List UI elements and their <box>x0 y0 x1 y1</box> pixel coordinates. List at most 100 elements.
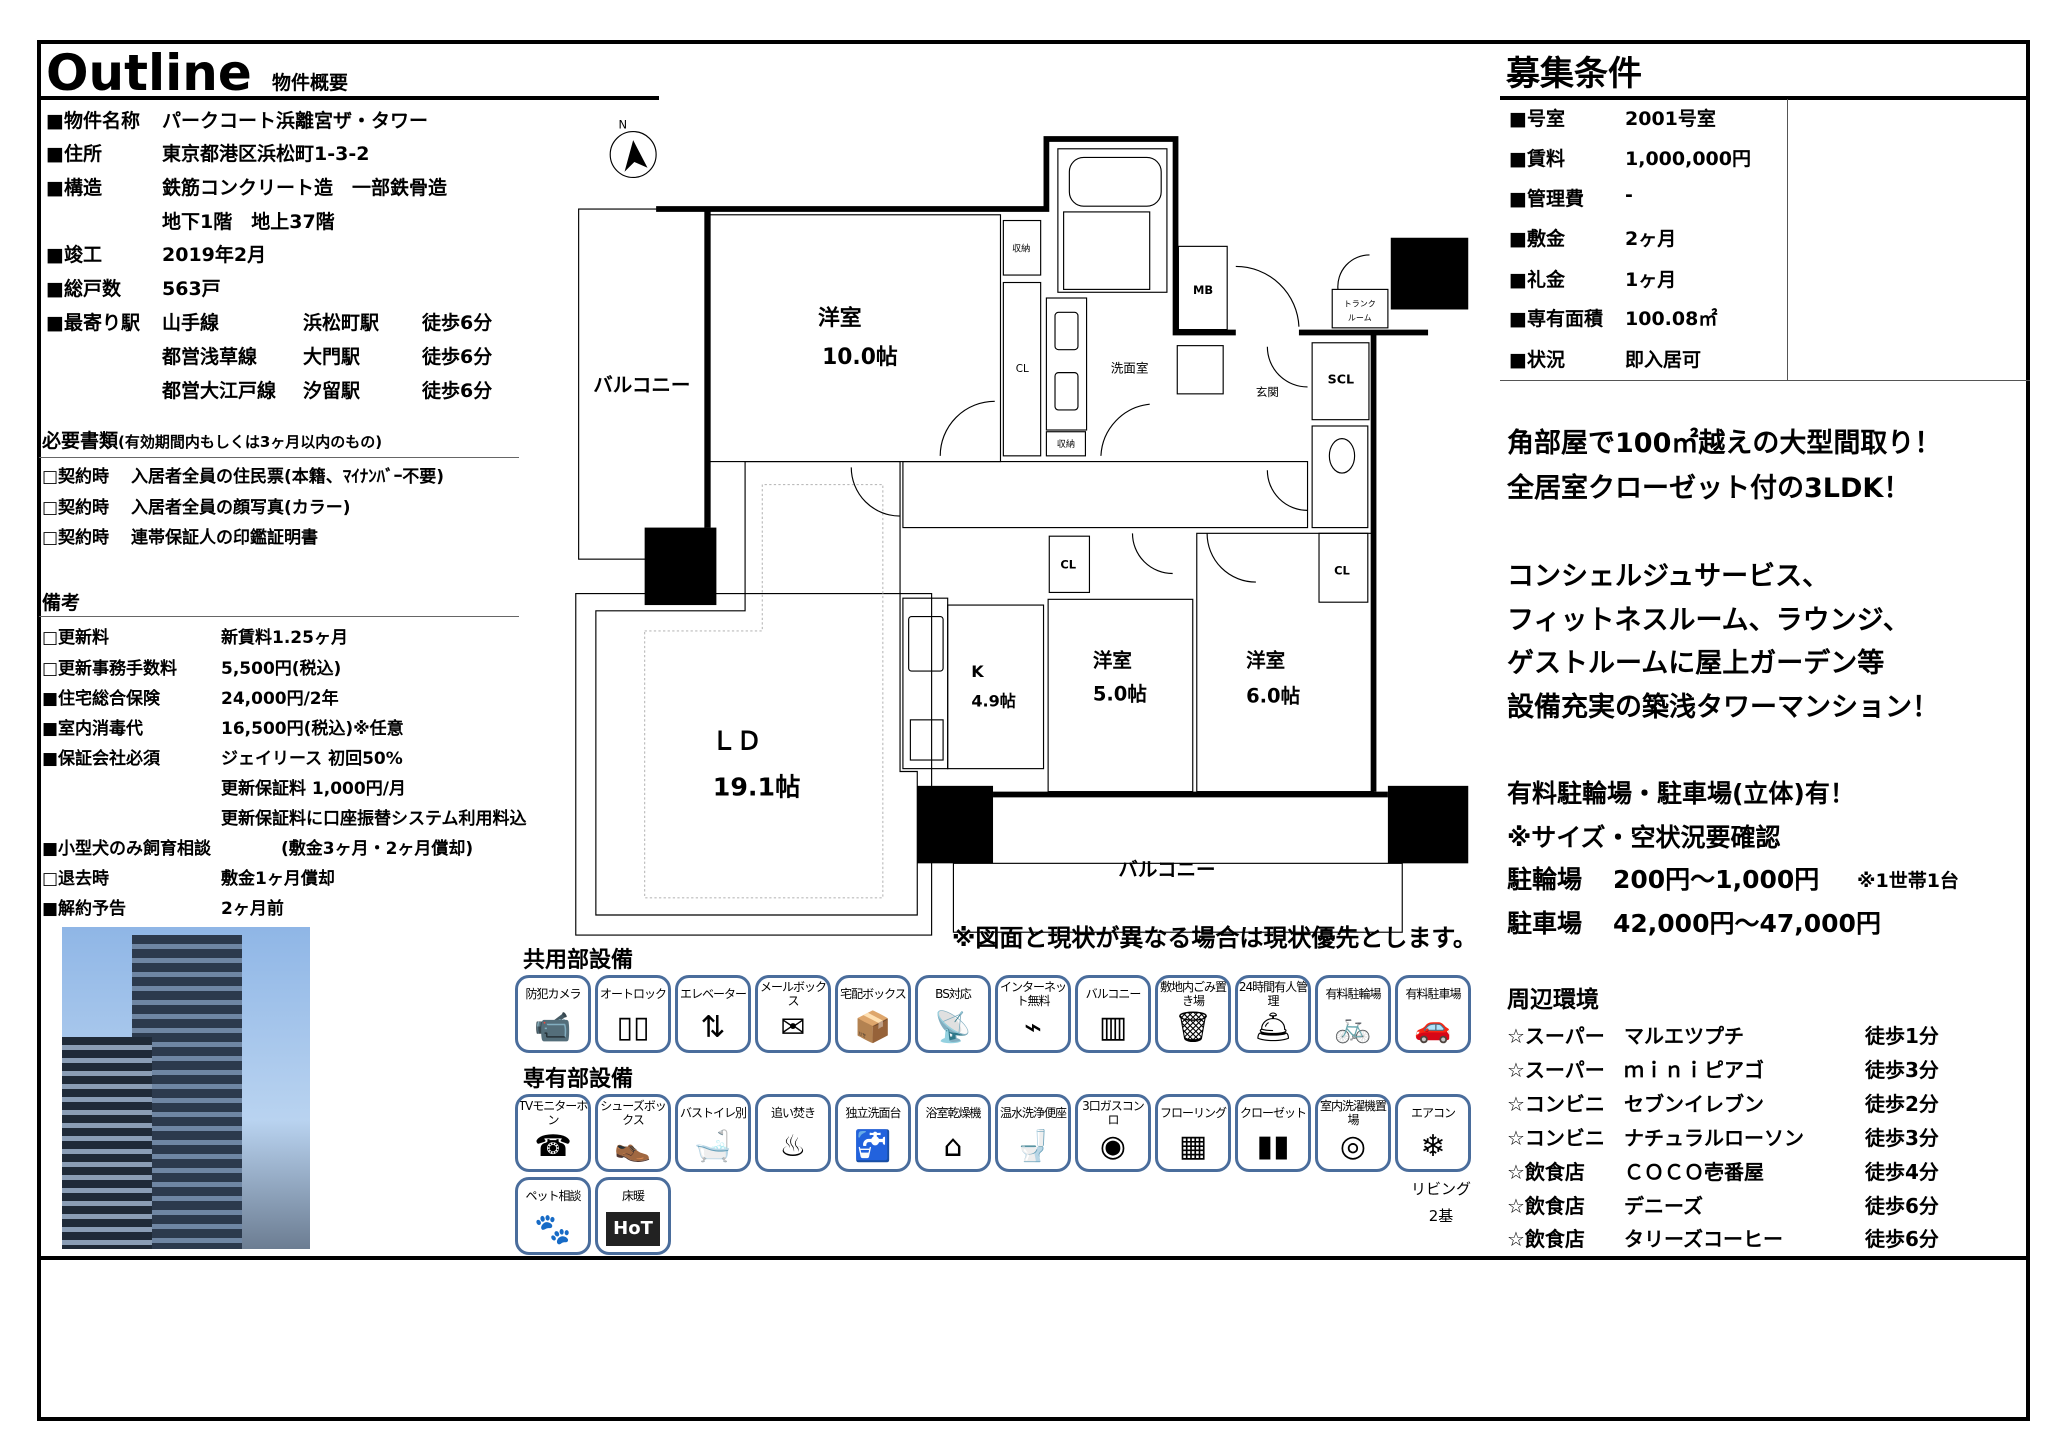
surrounding-type: ☆コンビニ <box>1507 1092 1605 1116</box>
bathtub <box>1068 156 1162 207</box>
surrounding-name: セブンイレブン <box>1624 1092 1764 1116</box>
balcony-left-label: バルコニー <box>593 374 690 397</box>
toilet-room <box>1311 425 1369 529</box>
facility-label: メールボックス <box>759 980 827 1008</box>
documents-title: 必要書類(有効期間内もしくは3ヶ月以内のもの) <box>42 426 382 453</box>
aircon-note-2: 2基 <box>1428 1207 1454 1225</box>
room1-size: 10.0帖 <box>822 345 898 370</box>
surrounding-walk: 徒歩6分 <box>1865 1227 1939 1251</box>
surrounding-walk: 徒歩2分 <box>1865 1092 1939 1116</box>
surrounding-walk: 徒歩3分 <box>1865 1058 1939 1082</box>
remarks-title: 備考 <box>42 592 81 614</box>
property-value: 東京都港区浜松町1-3-2 <box>162 143 370 165</box>
exterior-wall-top <box>656 136 1236 336</box>
cl2-label: CL <box>1060 557 1076 571</box>
property-value: 鉄筋コンクリート造 一部鉄骨造 <box>162 177 448 199</box>
balcony-bottom-label: バルコニー <box>1118 858 1215 881</box>
storage2-label: 収納 <box>1057 438 1075 450</box>
remark-value: 新賃料1.25ヶ月 <box>221 628 348 648</box>
parking-line-2: ※サイズ・空状況要確認 <box>1507 823 1781 852</box>
remark-value: 敷金1ヶ月償却 <box>221 869 335 889</box>
cl3-label: CL <box>1334 564 1350 578</box>
remark-value: ジェイリース 初回50% <box>221 749 403 769</box>
lan-icon: ⌁ <box>1023 1010 1043 1045</box>
compass-label: N <box>619 118 628 132</box>
condition-label: ■賃料 <box>1509 148 1565 170</box>
compass-circle <box>609 130 657 179</box>
property-value: 2019年2月 <box>162 244 267 266</box>
cl2-box <box>1048 535 1091 594</box>
cl1-box <box>1002 281 1042 457</box>
conditions-vline <box>1787 99 1788 381</box>
car-parking-price: 42,000円～47,000円 <box>1613 909 1881 938</box>
flooring-facility: フローリング ▦ <box>1155 1094 1231 1172</box>
cl1-label: CL <box>1016 363 1029 375</box>
scl-box <box>1311 342 1370 421</box>
room2-name: 洋室 <box>1093 649 1132 672</box>
bike-parking-label: 駐輪場 <box>1507 865 1583 894</box>
column-2 <box>1390 237 1469 310</box>
station-name: 浜松町駅 <box>303 312 380 334</box>
trash-icon: 🗑 <box>1173 1010 1213 1045</box>
private-facilities-title: 専有部設備 <box>523 1067 634 1092</box>
bike-parking-price: 200円～1,000円 <box>1613 865 1820 894</box>
conditions-divider <box>1500 96 2030 100</box>
remark-label: □更新事務手数料 <box>42 659 178 679</box>
entrance-label: 玄関 <box>1256 385 1279 399</box>
surrounding-walk: 徒歩1分 <box>1865 1024 1939 1048</box>
property-label: ■物件名称 <box>46 110 140 132</box>
floor-heating-icon: HoT <box>606 1212 660 1246</box>
promo-line: コンシェルジュサービス、 <box>1507 561 1830 592</box>
stations-label: ■最寄り駅 <box>46 312 140 334</box>
facility-label: 温水洗浄便座 <box>999 1106 1067 1120</box>
facility-label: フローリング <box>1159 1106 1227 1120</box>
surrounding-type: ☆コンビニ <box>1507 1126 1605 1150</box>
station-walk: 徒歩6分 <box>422 380 493 402</box>
ld-size: 19.1帖 <box>713 773 801 802</box>
promo-line: 全居室クローゼット付の3LDK！ <box>1507 473 1911 504</box>
condition-label: ■専有面積 <box>1509 308 1603 330</box>
facility-label: 床暖 <box>621 1189 645 1203</box>
facility-label: 浴室乾燥機 <box>925 1106 981 1120</box>
column-4 <box>1387 785 1469 864</box>
page-title: Outline <box>46 44 252 102</box>
surrounding-walk: 徒歩4分 <box>1865 1160 1939 1184</box>
reheat-bath-facility: 追い焚き♨ <box>755 1094 831 1172</box>
document-text: 入居者全員の住民票(本籍、ﾏｲﾅﾝﾊﾞｰ不要) <box>131 467 445 487</box>
mail-icon: ✉ <box>780 1010 806 1045</box>
condition-value: 2001号室 <box>1625 108 1716 130</box>
car-facility: 有料駐車場🚗 <box>1395 975 1471 1053</box>
ld-outline <box>595 461 918 916</box>
surrounding-type: ☆スーパー <box>1507 1024 1605 1048</box>
floor-plan: N バルコニー 洋室 10.0帖 ＬＤ 19.1帖 K 4.9帖 洋室 5.0帖… <box>575 118 1469 936</box>
conditions-bottom-line <box>1500 380 2030 381</box>
documents-divider <box>39 457 519 458</box>
facility-label: 有料駐輪場 <box>1325 987 1381 1001</box>
surrounding-walk: 徒歩3分 <box>1865 1126 1939 1150</box>
remark-label: ■住宅総合保険 <box>42 689 161 709</box>
remark-label: □更新料 <box>42 628 110 648</box>
remark-value: 5,500円(税込) <box>221 659 342 679</box>
room1-outline <box>707 214 1002 463</box>
condition-value: 2ヶ月 <box>1625 228 1677 250</box>
condition-value: 1,000,000円 <box>1625 148 1751 170</box>
condition-value: 1ヶ月 <box>1625 269 1677 291</box>
facility-label: エレベーター <box>679 987 747 1001</box>
intercom-icon: ☎ <box>534 1129 572 1164</box>
flooring-icon: ▦ <box>1178 1129 1208 1164</box>
vanity <box>1045 297 1088 431</box>
remarks-divider <box>39 616 519 617</box>
footer-divider <box>39 1256 2030 1260</box>
trash-facility: 敷地内ごみ置き場🗑 <box>1155 975 1231 1053</box>
ld-outer-outline <box>575 593 933 936</box>
condition-value: 即入居可 <box>1625 349 1702 371</box>
floor-heating-facility: 床暖 HoT <box>595 1177 671 1255</box>
delivery-box-facility: 宅配ボックス📦 <box>835 975 911 1053</box>
remark-label: ■小型犬のみ飼育相談 <box>42 839 212 859</box>
header-divider <box>39 96 659 100</box>
condition-label: ■礼金 <box>1509 269 1565 291</box>
remark-label: ■解約予告 <box>42 899 127 919</box>
document-when: □契約時 <box>42 467 110 487</box>
room3-name: 洋室 <box>1246 649 1285 672</box>
document-when: □契約時 <box>42 498 110 518</box>
